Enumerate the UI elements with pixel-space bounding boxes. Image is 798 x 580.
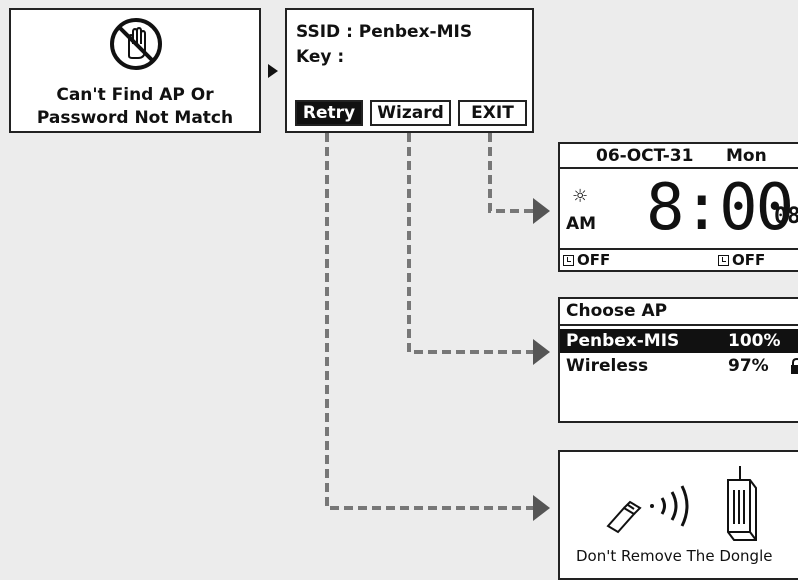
- clock-day: Mon: [726, 146, 767, 166]
- dongle-illustration: [606, 466, 757, 541]
- connector-exit-to-clock: [488, 133, 534, 213]
- divider: [560, 324, 798, 326]
- dongle-caption: Don't Remove The Dongle: [576, 547, 773, 565]
- choose-ap-panel: Choose AP Penbex-MIS 100% Wireless 97%: [558, 297, 798, 423]
- arrowhead-clock: [533, 198, 550, 224]
- exit-button[interactable]: EXIT: [458, 100, 527, 126]
- clock-seconds: 08: [774, 204, 798, 229]
- wizard-button[interactable]: Wizard: [370, 100, 451, 126]
- error-message-line1: Can't Find AP Or: [56, 85, 214, 105]
- arrow-right-icon: [268, 64, 278, 78]
- ap-signal: 100%: [728, 331, 781, 351]
- ssid-label: SSID : Penbex-MIS: [296, 22, 473, 42]
- divider: [560, 248, 798, 250]
- ap-list-item[interactable]: Penbex-MIS 100%: [560, 329, 798, 353]
- alarm-clock-icon: [563, 255, 574, 266]
- lock-icon: [791, 358, 798, 374]
- wireless-waves-icon: [650, 485, 689, 527]
- connector-wizard-to-ap: [407, 133, 534, 354]
- key-label: Key :: [296, 47, 345, 67]
- error-message-line2: Password Not Match: [36, 108, 234, 128]
- alarm-2-status: OFF: [732, 251, 766, 269]
- choose-ap-title: Choose AP: [566, 301, 668, 321]
- connector-retry-to-dongle: [325, 133, 534, 510]
- clock-period: AM: [566, 214, 597, 234]
- ssid-panel: SSID : Penbex-MIS Key : Retry Wizard EXI…: [285, 8, 534, 133]
- dongle-panel: Don't Remove The Dongle: [558, 450, 798, 580]
- arrowhead-dongle: [533, 495, 550, 521]
- retry-button[interactable]: Retry: [295, 100, 363, 126]
- alarm-1-status: OFF: [577, 251, 611, 269]
- ap-name: Penbex-MIS: [566, 331, 680, 351]
- alarm-1: OFF: [563, 251, 610, 269]
- alarm-clock-icon: [718, 255, 729, 266]
- usb-dongle-icon: [606, 500, 642, 534]
- error-panel: Can't Find AP Or Password Not Match: [9, 8, 261, 133]
- divider: [560, 167, 798, 169]
- clock-panel: 06-OCT-31 Mon ☼ AM 8:00 08 OFF OFF: [558, 142, 798, 272]
- router-icon: [727, 466, 757, 541]
- ap-signal: 97%: [728, 356, 769, 376]
- ap-name: Wireless: [566, 356, 649, 376]
- clock-time: 8:00: [646, 171, 794, 245]
- stop-hand-icon: [110, 18, 162, 70]
- clock-date: 06-OCT-31: [596, 146, 694, 166]
- alarm-2: OFF: [718, 251, 765, 269]
- arrowhead-ap: [533, 339, 550, 365]
- ap-list-item[interactable]: Wireless 97%: [560, 354, 798, 378]
- sun-icon: ☼: [572, 186, 589, 207]
